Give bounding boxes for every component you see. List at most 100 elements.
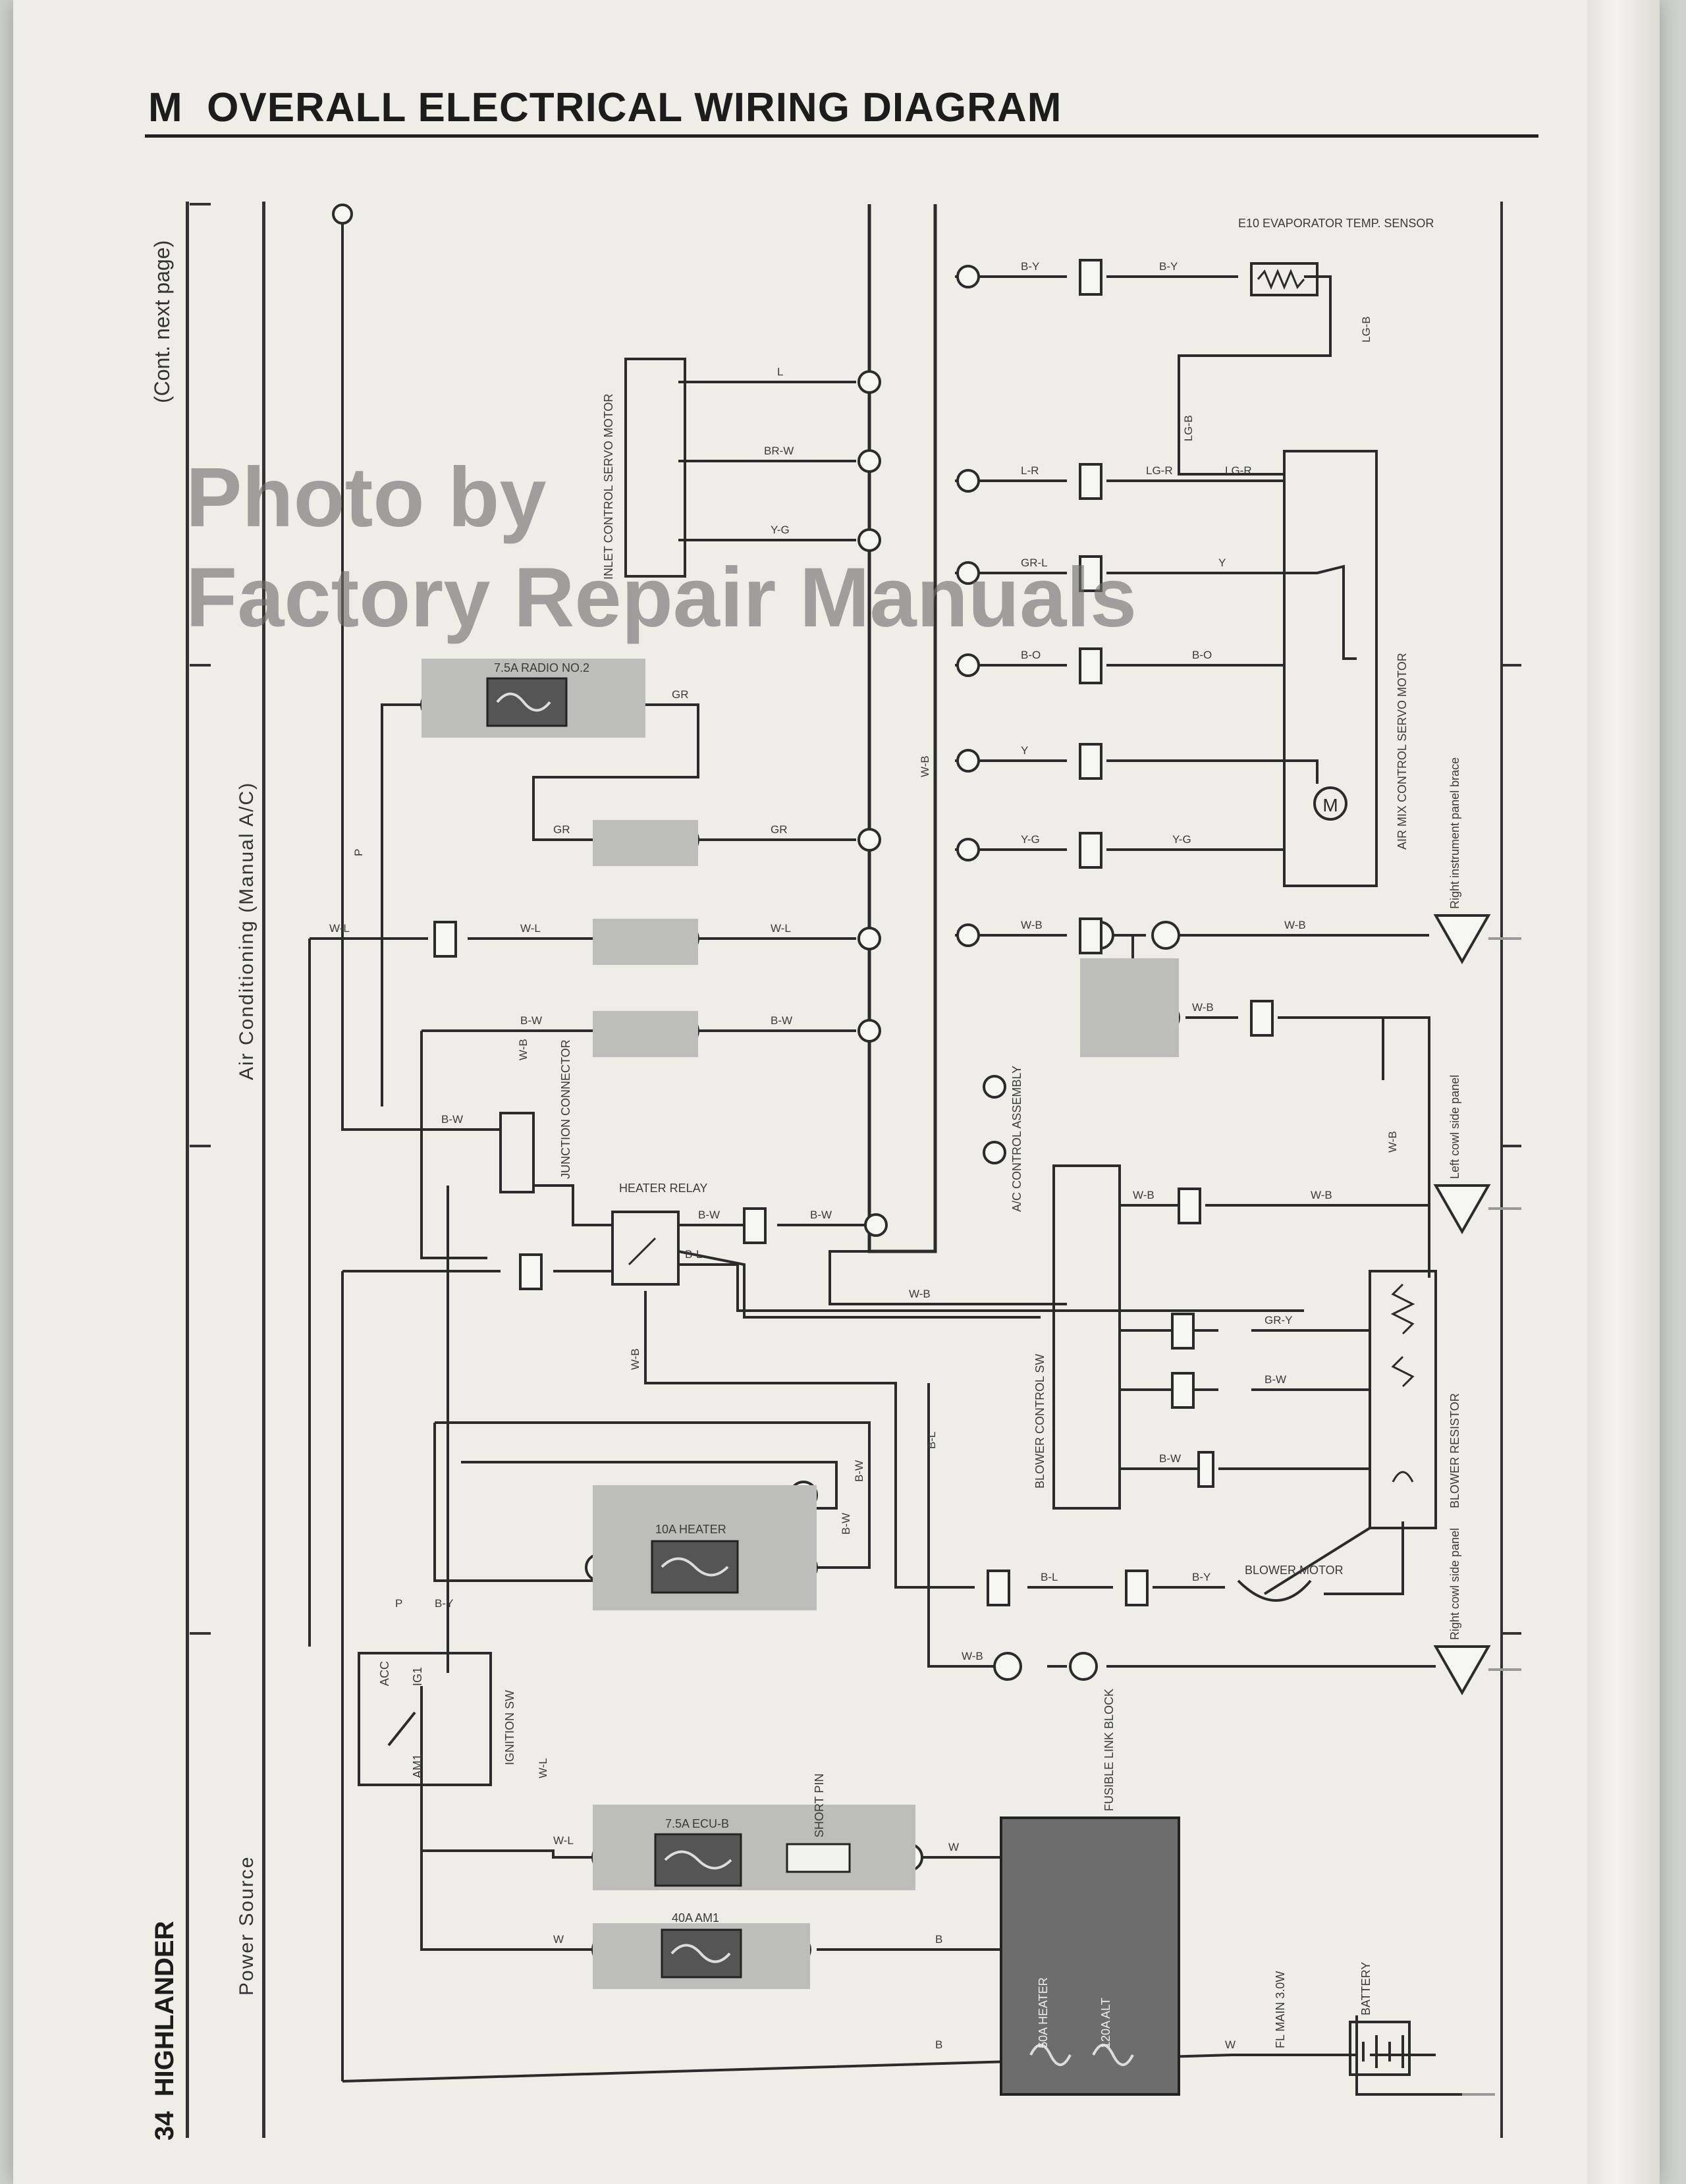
wire-label: B-W	[520, 1014, 542, 1027]
wire-label: W-B	[919, 755, 931, 777]
wire-label: W-L	[553, 1834, 574, 1847]
wire-label: B-W	[698, 1209, 720, 1221]
section-letter: M	[148, 85, 183, 130]
frame-left-rule	[186, 202, 189, 2138]
wire-label: W-L	[329, 922, 350, 935]
wire-label: B-W	[1264, 1373, 1286, 1386]
wire-label: LG-B	[1182, 415, 1195, 441]
wiring-diagram: M E10 EVAPORATOR TEMP. SENSOR INLET CONT…	[190, 203, 1521, 2096]
component-boxes	[358, 262, 1437, 1786]
header-rule	[145, 134, 1538, 138]
wire-label: B-W	[840, 1513, 852, 1535]
label-battery: BATTERY	[1359, 1962, 1373, 2015]
label-evaporator-sensor: E10 EVAPORATOR TEMP. SENSOR	[1238, 217, 1434, 230]
wire-label: W	[1225, 2038, 1236, 2051]
ground-symbols	[1433, 914, 1521, 2096]
wire-label: W	[948, 1841, 959, 1853]
battery-symbol	[1349, 2021, 1411, 2076]
inline-connectors	[433, 259, 1274, 1606]
wire-label: W-B	[1284, 919, 1306, 931]
wire-label: B-Y	[1021, 260, 1039, 273]
wire-label: LG-B	[1360, 316, 1373, 342]
wire-label: L-R	[1021, 464, 1039, 477]
page-edge	[1587, 0, 1660, 2184]
wire-label: L	[777, 366, 783, 378]
wire-label: P	[395, 1597, 402, 1610]
terminal-am1: AM1	[411, 1754, 424, 1778]
watermark-line-2: Factory Repair Manuals	[186, 551, 1137, 645]
wire-label: Y-G	[1172, 833, 1191, 846]
terminal-ig1: IG1	[411, 1667, 424, 1686]
wire-label: B-Y	[435, 1597, 453, 1610]
label-blower-switch: BLOWER CONTROL SW	[1033, 1354, 1047, 1488]
wire-label: B	[935, 1933, 942, 1946]
wire-label: B-W	[771, 1014, 792, 1027]
label-junction-connector: JUNCTION CONNECTOR	[559, 1039, 572, 1179]
grid-ticks	[190, 203, 1521, 1635]
wire-label: BR-W	[764, 445, 794, 457]
wire-label: W-B	[1386, 1131, 1399, 1153]
manual-page: M OVERALL ELECTRICAL WIRING DIAGRAM 34 H…	[13, 0, 1660, 2184]
wire-label: W-B	[629, 1348, 641, 1370]
fusible-link-block	[1000, 1816, 1180, 2096]
label-am1-fuse: 40A AM1	[672, 1911, 719, 1925]
wire-label: Y	[1021, 744, 1028, 757]
wire-label: W-L	[537, 1758, 549, 1778]
fuse-shading	[422, 659, 1179, 1989]
label-ground-right-cowl: Right cowl side panel	[1448, 1528, 1461, 1640]
label-radio-fuse: 7.5A RADIO NO.2	[494, 661, 589, 674]
wire-label: LG-R	[1225, 464, 1252, 477]
motor-symbol: M	[1322, 795, 1338, 815]
label-ac-control: A/C CONTROL ASSEMBLY	[1010, 1066, 1023, 1212]
wire-label: W	[553, 1933, 564, 1946]
label-blower-resistor: BLOWER RESISTOR	[1448, 1393, 1461, 1508]
wire-network	[308, 204, 1462, 2096]
wire-label: GR	[553, 823, 570, 836]
wire-label: W-B	[1311, 1189, 1332, 1201]
wire-color-labels: B-Y B-Y L BR-W Y-G L-R LG-R LG-R GR-L Y …	[329, 260, 1399, 2051]
label-inlet-servo: INLET CONTROL SERVO MOTOR	[602, 394, 615, 580]
wire-label: B-W	[441, 1113, 463, 1126]
wire-label: B-O	[1021, 649, 1041, 661]
label-heater-relay: HEATER RELAY	[619, 1182, 707, 1195]
label-heater-fuse: 10A HEATER	[655, 1523, 726, 1536]
wire-label: B-W	[1159, 1452, 1181, 1465]
component-labels: E10 EVAPORATOR TEMP. SENSOR INLET CONTRO…	[494, 217, 1461, 2048]
label-ignition-switch: IGNITION SW	[503, 1690, 516, 1765]
wire-label: GR	[771, 823, 788, 836]
watermark: Photo by Factory Repair Manuals	[186, 448, 1137, 648]
wire-label: B-L	[685, 1248, 702, 1261]
wire-label: B-O	[1192, 649, 1212, 661]
terminal-acc: ACC	[378, 1661, 391, 1686]
wire-label: B-W	[810, 1209, 832, 1221]
label-ground-left-cowl: Left cowl side panel	[1448, 1075, 1461, 1179]
label-short-pin: SHORT PIN	[813, 1774, 826, 1838]
wire-label: W-L	[520, 922, 541, 935]
frame-right-rule	[1500, 202, 1503, 2138]
label-main-link: 120A ALT	[1099, 1998, 1112, 2048]
wire-label: Y-G	[771, 524, 790, 536]
wire-label: W-B	[517, 1039, 530, 1060]
fusible-link-symbols	[1029, 2044, 1134, 2066]
wire-label: W-B	[962, 1650, 983, 1662]
wire-label: B-Y	[1192, 1571, 1210, 1583]
wire-label: W-B	[1192, 1001, 1214, 1014]
frame-inner-rule	[262, 202, 265, 2138]
wire-label: W-L	[771, 922, 791, 935]
wire-label: B	[935, 2038, 942, 2051]
fuse-symbols	[486, 677, 851, 1979]
watermark-line-1: Photo by	[186, 450, 547, 545]
label-blower-motor: BLOWER MOTOR	[1245, 1564, 1344, 1577]
wire-label: GR	[672, 688, 689, 701]
switch-terminal-labels: ACC IG1 AM1	[378, 1661, 424, 1778]
wire-label: P	[352, 849, 365, 856]
page-header: M OVERALL ELECTRICAL WIRING DIAGRAM	[148, 84, 1062, 131]
wire-label: GR-L	[1021, 557, 1048, 569]
page-title: OVERALL ELECTRICAL WIRING DIAGRAM	[207, 85, 1062, 130]
wire-label: LG-R	[1146, 464, 1173, 477]
wire-label: B-L	[925, 1432, 938, 1449]
label-main-fuse: FL MAIN 3.0W	[1274, 1971, 1287, 2048]
wire-label: B-Y	[1159, 260, 1178, 273]
wire-label: B-W	[853, 1460, 865, 1482]
wire-label: B-L	[1041, 1571, 1058, 1583]
